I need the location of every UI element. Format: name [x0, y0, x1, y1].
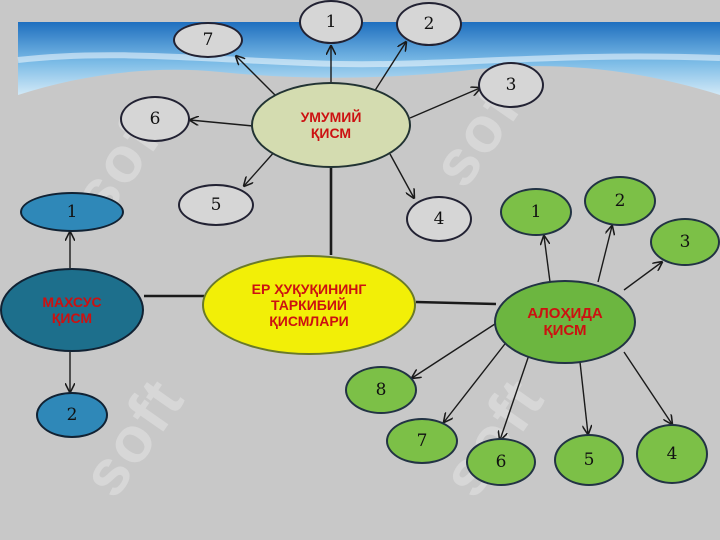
umumiy-child-7-label: 7 — [202, 30, 214, 50]
arrow-aloxida-5 — [579, 361, 588, 434]
maxsus-node: МАХСУС ҚИСМ — [0, 268, 144, 352]
aloxida-child-5: 5 — [554, 434, 624, 486]
aloxida-child-3-label: 3 — [679, 232, 691, 252]
aloxida-child-6-label: 6 — [495, 452, 507, 472]
maxsus-child-2-label: 2 — [66, 405, 78, 425]
link-aloxida-center — [415, 300, 497, 306]
aloxida-child-2: 2 — [584, 176, 656, 226]
arrow-umumiy-3 — [409, 88, 480, 119]
umumiy-child-1: 1 — [299, 0, 363, 44]
umumiy-child-6: 6 — [120, 96, 190, 142]
arrow-aloxida-2 — [597, 226, 612, 283]
umumiy-child-1-label: 1 — [325, 12, 337, 32]
maxsus-node-label: МАХСУС ҚИСМ — [42, 293, 102, 326]
umumiy-node-label: УМУМИЙ ҚИСМ — [300, 108, 362, 141]
arrow-aloxida-6 — [500, 351, 531, 440]
arrow-aloxida-4 — [623, 351, 672, 424]
aloxida-node-label: АЛОҲИДА ҚИСМ — [527, 304, 603, 339]
arrow-aloxida-1 — [544, 236, 551, 283]
arrow-aloxida-3 — [623, 262, 662, 291]
aloxida-child-1: 1 — [500, 188, 572, 236]
umumiy-child-5-label: 5 — [210, 195, 222, 215]
aloxida-child-1-label: 1 — [530, 202, 542, 222]
aloxida-child-2-label: 2 — [614, 191, 626, 211]
aloxida-child-5-label: 5 — [583, 450, 595, 470]
aloxida-child-3: 3 — [650, 218, 720, 266]
umumiy-child-3-label: 3 — [505, 75, 517, 95]
aloxida-child-8-label: 8 — [375, 380, 387, 400]
arrow-umumiy-5 — [244, 149, 277, 186]
umumiy-child-4: 4 — [406, 196, 472, 242]
umumiy-child-2-label: 2 — [423, 14, 435, 34]
aloxida-child-4-label: 4 — [666, 444, 678, 464]
arrow-umumiy-4 — [389, 153, 414, 198]
arrow-aloxida-8 — [412, 321, 499, 378]
arrow-umumiy-2 — [373, 42, 406, 93]
umumiy-child-7: 7 — [173, 22, 243, 58]
aloxida-child-6: 6 — [466, 438, 536, 486]
arrow-umumiy-7 — [236, 56, 277, 97]
aloxida-child-7-label: 7 — [416, 431, 428, 451]
umumiy-child-4-label: 4 — [433, 209, 445, 229]
maxsus-child-1: 1 — [20, 192, 124, 232]
umumiy-child-6-label: 6 — [149, 109, 161, 129]
aloxida-child-7: 7 — [386, 418, 458, 464]
umumiy-child-3: 3 — [478, 62, 544, 108]
maxsus-child-2: 2 — [36, 392, 108, 438]
umumiy-child-5: 5 — [178, 184, 254, 226]
maxsus-child-1-label: 1 — [66, 202, 78, 222]
arrow-aloxida-7 — [444, 339, 509, 422]
arrow-umumiy-6 — [190, 120, 254, 127]
center-node-label: ЕР ҲУҚУҚИНИНГ ТАРКИБИЙ ҚИСМЛАРИ — [251, 280, 367, 330]
aloxida-child-8: 8 — [345, 366, 417, 414]
aloxida-child-4: 4 — [636, 424, 708, 484]
aloxida-node: АЛОҲИДА ҚИСМ — [494, 280, 636, 364]
umumiy-child-2: 2 — [396, 2, 462, 46]
center-node: ЕР ҲУҚУҚИНИНГ ТАРКИБИЙ ҚИСМЛАРИ — [202, 255, 416, 355]
umumiy-node: УМУМИЙ ҚИСМ — [251, 82, 411, 168]
